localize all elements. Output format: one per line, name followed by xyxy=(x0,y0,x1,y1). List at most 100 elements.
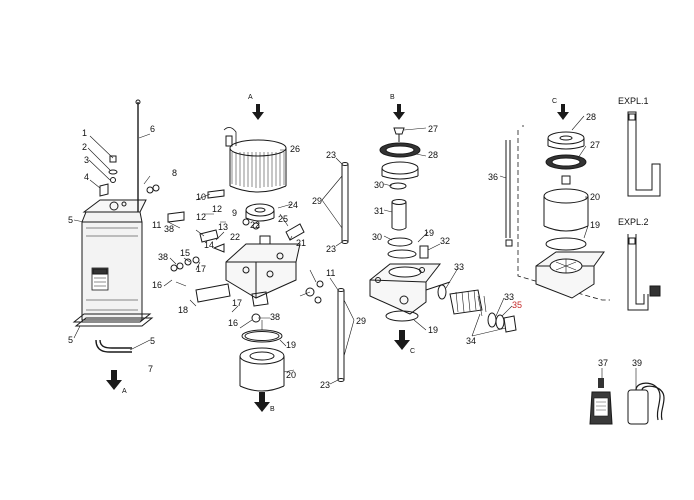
part-number-27: 27 xyxy=(428,124,439,134)
dashed-enclosure xyxy=(517,125,610,301)
breather-parts xyxy=(99,155,118,197)
part-number-34: 34 xyxy=(466,336,477,346)
view-letter-b: B xyxy=(390,94,395,101)
arrow-b-top xyxy=(393,104,405,120)
part-number-31: 31 xyxy=(374,206,385,216)
part-number-16: 16 xyxy=(152,280,163,290)
part-number-2: 2 xyxy=(82,142,88,152)
part-number-12: 12 xyxy=(196,212,207,222)
part-number-29: 29 xyxy=(356,316,367,326)
piston-small-c xyxy=(561,175,571,185)
part-number-9: 9 xyxy=(232,208,238,218)
tank-lid xyxy=(82,199,147,213)
view-letter-a: A xyxy=(122,388,127,395)
expl1-drawing xyxy=(627,111,661,197)
dipstick-rod xyxy=(135,99,141,212)
part-number-33: 33 xyxy=(454,262,465,272)
part-number-5: 5 xyxy=(68,335,74,345)
part-number-24: 24 xyxy=(288,200,299,210)
part-number-19: 19 xyxy=(286,340,297,350)
cylinder-block xyxy=(369,263,451,315)
part-number-33: 33 xyxy=(504,292,515,302)
part-number-15: 15 xyxy=(180,248,191,258)
oring-35 xyxy=(495,314,505,330)
part-number-39: 39 xyxy=(632,358,643,368)
tank-base-gasket xyxy=(72,313,154,327)
expl2-drawing xyxy=(627,234,661,311)
part-number-1: 1 xyxy=(82,128,88,138)
part-number-5: 5 xyxy=(150,336,156,346)
arrow-a-bottom xyxy=(106,370,122,390)
arrow-a-top xyxy=(252,104,264,120)
part-number-19: 19 xyxy=(590,220,601,230)
part-number-16: 16 xyxy=(228,318,239,328)
pump-coupling xyxy=(245,203,275,222)
part-number-19: 19 xyxy=(428,325,439,335)
oil-bottle-37 xyxy=(589,378,613,425)
head-28-b xyxy=(381,161,419,180)
part-number-23: 23 xyxy=(326,244,337,254)
filter-20 xyxy=(239,347,285,392)
part-number-28: 28 xyxy=(586,112,597,122)
part-number-7: 7 xyxy=(148,364,154,374)
part-number-38: 38 xyxy=(158,252,169,262)
part-number-6: 6 xyxy=(150,124,156,134)
part-number-10: 10 xyxy=(196,192,207,202)
capacitor-39 xyxy=(627,382,665,425)
part-number-32: 32 xyxy=(440,236,451,246)
part-32 xyxy=(419,245,429,259)
view-letter-b: B xyxy=(270,406,275,413)
filter-20-c xyxy=(543,188,589,232)
arrow-b-bottom xyxy=(254,392,270,412)
part-number-23: 23 xyxy=(326,150,337,160)
oring-33-b xyxy=(487,312,497,328)
electric-motor xyxy=(223,127,287,193)
part-number-38: 38 xyxy=(164,224,175,234)
part-number-13: 13 xyxy=(218,222,229,232)
part-number-25: 25 xyxy=(278,214,289,224)
part-number-14: 14 xyxy=(204,240,215,250)
view-letter-a: A xyxy=(248,94,253,101)
part-number-22: 22 xyxy=(250,220,261,230)
part-number-30: 30 xyxy=(372,232,383,242)
reservoir-tank xyxy=(81,211,143,321)
part-number-27: 27 xyxy=(590,140,601,150)
plug-34 xyxy=(503,315,517,333)
oring-33-a xyxy=(437,284,447,300)
part-number-22: 22 xyxy=(230,232,241,242)
filter-seal-19 xyxy=(241,329,283,343)
part-number-17: 17 xyxy=(232,298,243,308)
part-number-4: 4 xyxy=(84,172,90,182)
part-number-36: 36 xyxy=(488,172,499,182)
part-number-23: 23 xyxy=(320,380,331,390)
oring-30-19 xyxy=(387,237,417,259)
arrow-c-bottom xyxy=(394,330,410,350)
tie-rods xyxy=(321,157,355,385)
oring-19-b xyxy=(385,310,419,322)
seal-28-b xyxy=(379,142,421,158)
part-number-20: 20 xyxy=(590,192,601,202)
part-number-37: 37 xyxy=(598,358,609,368)
bleed-screw-27 xyxy=(393,127,405,142)
valve-cartridges xyxy=(167,189,324,323)
oring-19-c xyxy=(545,237,587,251)
part-number-29: 29 xyxy=(312,196,323,206)
pump-base-c xyxy=(535,251,605,299)
expl1-label: EXPL.1 xyxy=(618,96,649,106)
part-number-11: 11 xyxy=(152,220,162,230)
head-28-c xyxy=(547,131,585,150)
part-number-3: 3 xyxy=(84,155,90,165)
part-number-17: 17 xyxy=(196,264,207,274)
part-number-35-highlighted: 35 xyxy=(512,300,523,310)
part-number-38: 38 xyxy=(270,312,281,322)
part-number-28: 28 xyxy=(428,150,439,160)
part-number-21: 21 xyxy=(296,238,307,248)
part-number-18: 18 xyxy=(178,305,189,315)
part-number-19: 19 xyxy=(424,228,435,238)
threaded-shaft-34 xyxy=(449,289,487,317)
expl2-label: EXPL.2 xyxy=(618,217,649,227)
part-number-20: 20 xyxy=(286,370,297,380)
part-number-11: 11 xyxy=(326,268,336,278)
part-number-26: 26 xyxy=(290,144,301,154)
